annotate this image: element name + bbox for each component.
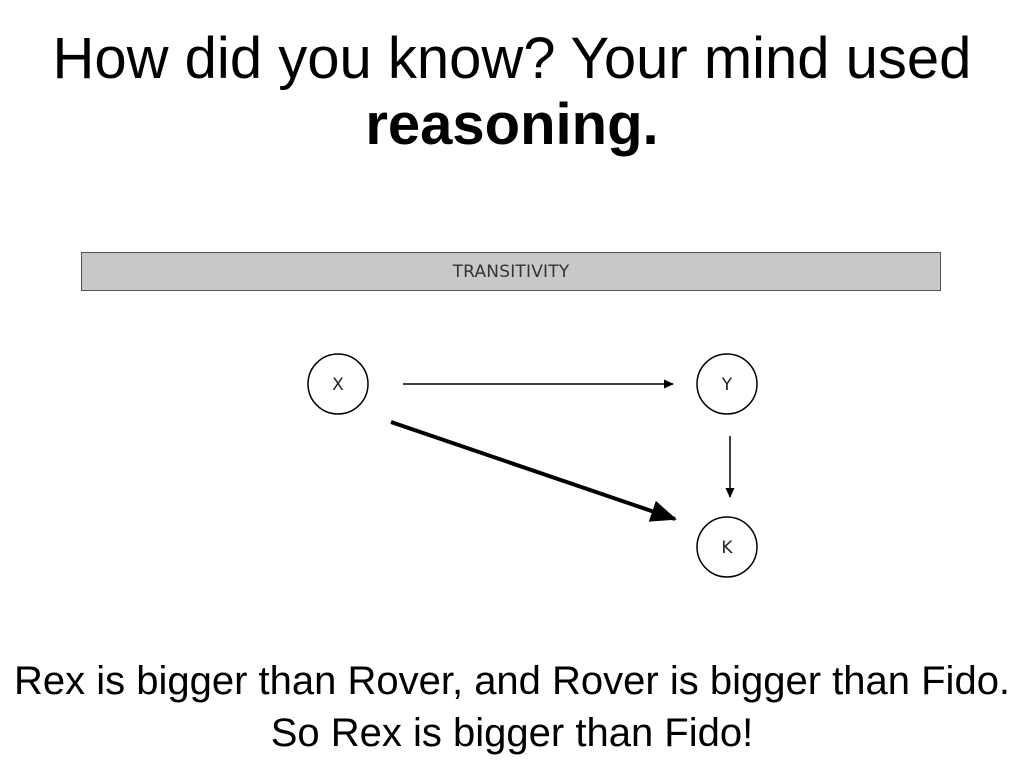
node-x: X: [307, 353, 369, 415]
transitivity-banner: TRANSITIVITY: [81, 252, 941, 291]
slide-caption: Rex is bigger than Rover, and Rover is b…: [13, 659, 1011, 755]
node-x-label: X: [332, 375, 344, 395]
edge-x-to-k-arrow: [390, 420, 677, 522]
node-y-label: Y: [721, 375, 733, 395]
node-y-circle: [696, 353, 758, 415]
banner-label: TRANSITIVITY: [452, 261, 570, 282]
node-k-circle: [696, 516, 758, 578]
node-k: K: [696, 516, 758, 578]
node-k-label: K: [721, 538, 733, 558]
title-text: How did you know? Your mind used: [52, 26, 972, 91]
node-x-circle: [307, 353, 369, 415]
slide-title: How did you know? Your mind used reasoni…: [0, 26, 1024, 158]
title-bold-text: reasoning.: [365, 92, 659, 157]
node-y: Y: [696, 353, 758, 415]
